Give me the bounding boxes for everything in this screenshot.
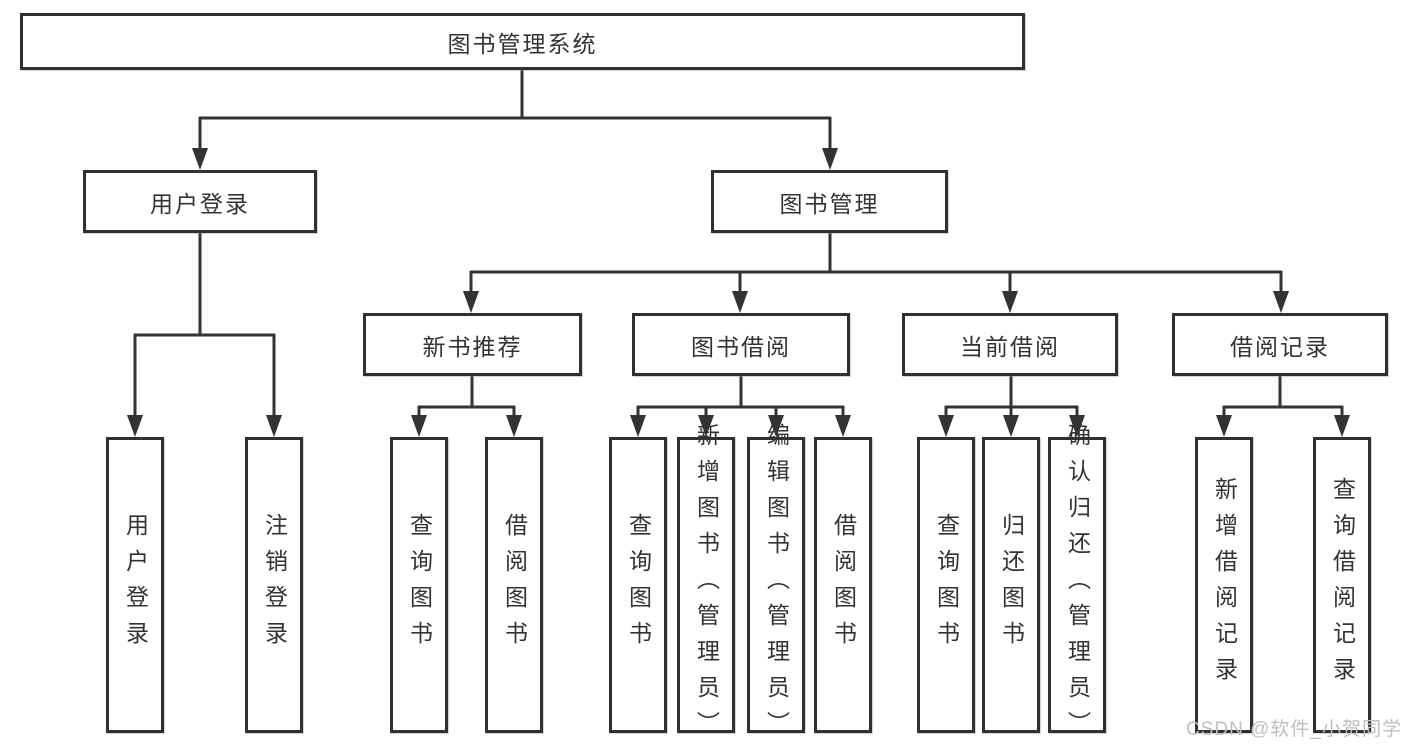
leaf-query-books-newrec: 查询图书 — [390, 437, 448, 733]
node-book-management: 图书管理 — [711, 170, 948, 233]
node-borrowing-records: 借阅记录 — [1172, 313, 1388, 376]
leaf-logout: 注销登录 — [245, 437, 303, 733]
leaf-borrow-books-newrec: 借阅图书 — [485, 437, 543, 733]
node-library-management-system: 图书管理系统 — [20, 13, 1025, 70]
leaf-user-login: 用户登录 — [106, 437, 164, 733]
csdn-watermark: CSDN @软件_小贺同学 — [1186, 719, 1402, 740]
leaf-add-borrow-record: 新增借阅记录 — [1195, 437, 1253, 733]
leaf-add-books-admin: 新增图书（管理员） — [677, 423, 735, 747]
leaf-confirm-return-admin: 确认归还（管理员） — [1048, 423, 1106, 747]
leaf-query-books-borrow: 查询图书 — [609, 437, 667, 733]
node-new-book-recommendation: 新书推荐 — [363, 313, 582, 376]
leaf-query-borrow-record: 查询借阅记录 — [1313, 437, 1371, 733]
node-user-login: 用户登录 — [83, 170, 317, 233]
leaf-edit-books-admin: 编辑图书（管理员） — [747, 423, 805, 747]
node-current-borrowing: 当前借阅 — [902, 313, 1118, 376]
leaf-borrow-books: 借阅图书 — [814, 437, 872, 733]
leaf-return-books: 归还图书 — [982, 437, 1040, 733]
node-book-borrowing: 图书借阅 — [632, 313, 850, 376]
leaf-query-books-current: 查询图书 — [917, 437, 975, 733]
